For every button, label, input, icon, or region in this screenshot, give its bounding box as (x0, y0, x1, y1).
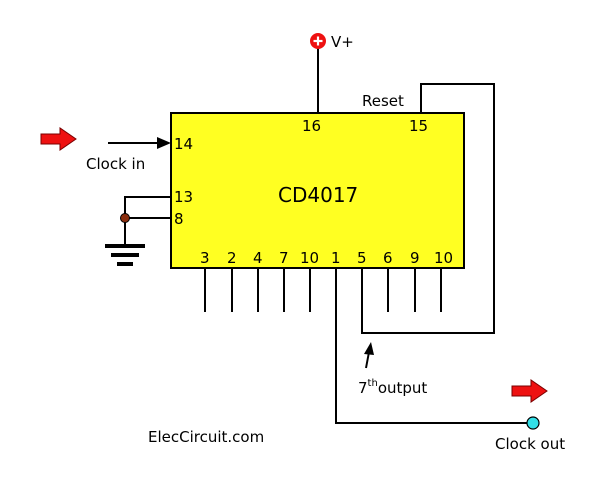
pin-label: 2 (227, 249, 237, 267)
plus-circle-icon (310, 33, 326, 49)
clock-in-arrowhead (157, 137, 171, 149)
chip-body (170, 112, 465, 269)
output-word: output (378, 379, 428, 397)
junction-dot (120, 213, 130, 223)
pin-8-label: 8 (174, 210, 184, 228)
brand-label: ElecCircuit.com (148, 428, 264, 446)
bottom-pin-stubs (204, 268, 442, 312)
right-arrow-icon (511, 379, 548, 403)
output-arrow-indicator (364, 342, 374, 369)
supply-label: V+ (331, 33, 354, 51)
pin-label: 1 (331, 249, 341, 267)
pin-label: 3 (200, 249, 210, 267)
clock-out-label: Clock out (495, 435, 565, 453)
clock-out-wire (335, 268, 528, 424)
right-arrow-icon (40, 127, 77, 151)
pin-label: 4 (253, 249, 263, 267)
pin-label: 6 (383, 249, 393, 267)
wires (108, 48, 528, 424)
reset-label: Reset (362, 92, 404, 110)
output-number: 7 (358, 379, 368, 397)
bottom-pin-labels: 3 2 4 7 10 1 5 6 9 10 (200, 249, 453, 267)
pin-13-label: 13 (174, 188, 193, 206)
pin-label: 5 (357, 249, 367, 267)
pin-label: 10 (300, 249, 319, 267)
reset-wire (361, 83, 495, 334)
pin-label: 10 (434, 249, 453, 267)
pin-14-label: 14 (174, 135, 193, 153)
pin-16-label: 16 (302, 117, 321, 135)
clock-out-terminal (526, 416, 540, 430)
ground-icon (105, 244, 145, 266)
pin-label: 7 (279, 249, 289, 267)
clock-in-label: Clock in (86, 155, 145, 173)
ground-tie-wire (124, 196, 171, 219)
pin-15-label: 15 (409, 117, 428, 135)
output-superscript: th (368, 378, 378, 389)
seventh-output-label: 7thoutput (358, 378, 427, 397)
chip-name: CD4017 (278, 183, 358, 207)
pin-label: 9 (410, 249, 420, 267)
